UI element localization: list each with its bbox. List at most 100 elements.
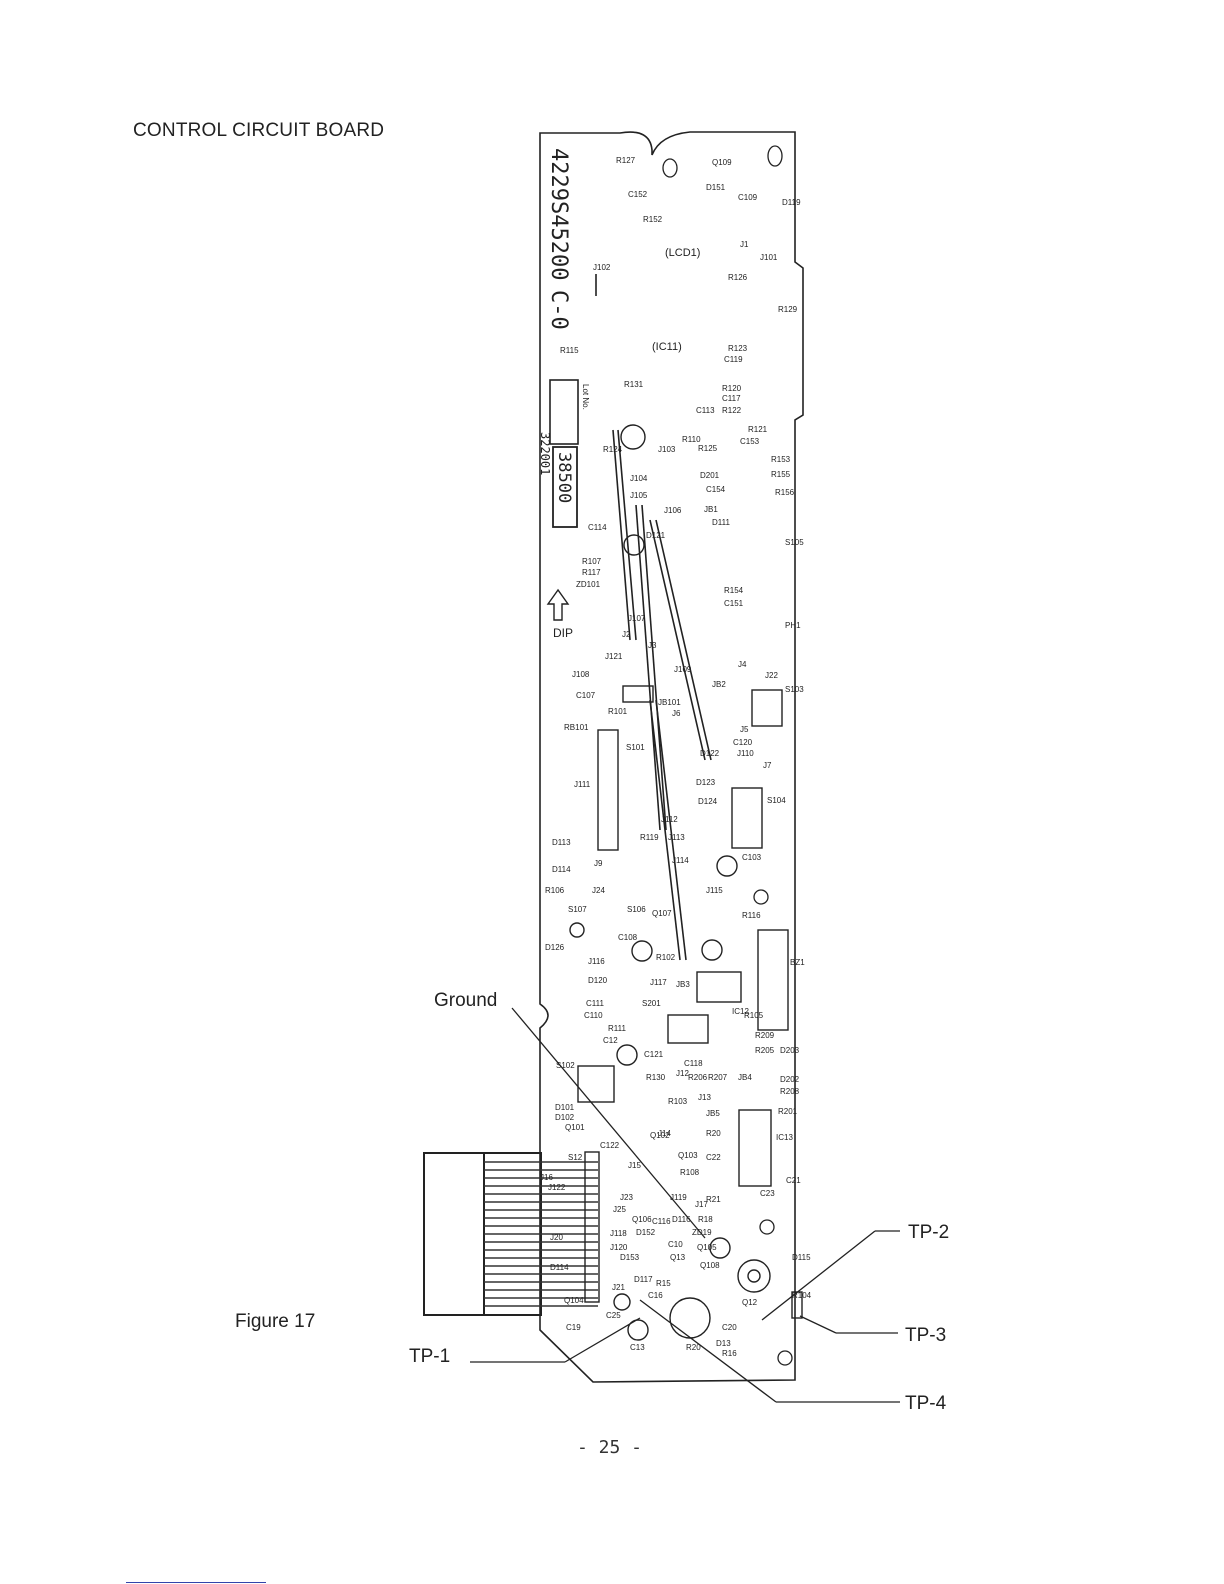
component-label: R124	[603, 445, 623, 454]
component-label: J4	[738, 660, 747, 669]
component-label: J120	[610, 1243, 628, 1252]
component-label: JB101	[658, 698, 681, 707]
component-label: C103	[742, 853, 762, 862]
component-label: R152	[643, 215, 663, 224]
component-label: R201	[778, 1107, 798, 1116]
component-label: D153	[620, 1253, 640, 1262]
ground-callout: Ground	[434, 990, 498, 1011]
component-label: JB2	[712, 680, 726, 689]
mount-hole	[759, 1219, 775, 1235]
stamp-number: 38500	[554, 452, 574, 503]
component-label: Q105	[697, 1243, 717, 1252]
component-label: J113	[668, 833, 685, 842]
cap-c10	[709, 1237, 731, 1259]
revision: C-0	[546, 290, 571, 330]
component-label: D203	[780, 1046, 800, 1055]
tp3-callout: TP-3	[905, 1325, 947, 1346]
component-label: J13	[698, 1093, 711, 1102]
component-label: D126	[545, 943, 565, 952]
component-label: R116	[742, 911, 761, 920]
component-label: C25	[606, 1311, 621, 1320]
component-label: R126	[728, 273, 748, 282]
component-label: D113	[552, 838, 571, 847]
ic12-outline	[696, 971, 742, 1003]
ic13-outline	[738, 1109, 772, 1187]
component-label: J9	[594, 859, 603, 868]
stamp-code: 322001	[538, 432, 552, 475]
component-label: C109	[738, 193, 758, 202]
component-label: C12	[603, 1036, 618, 1045]
component-label: J119	[670, 1193, 687, 1202]
connector-block	[584, 1151, 600, 1303]
component-label: R107	[582, 557, 602, 566]
component-label: R129	[778, 305, 798, 314]
component-label: Q106	[632, 1215, 652, 1224]
cap-c114	[623, 534, 645, 556]
component-label: S201	[642, 999, 661, 1008]
component-label: R103	[668, 1097, 688, 1106]
component-label: R20	[686, 1343, 701, 1352]
component-label: D120	[588, 976, 608, 985]
component-label: Q108	[700, 1261, 720, 1270]
component-label: Q12	[742, 1298, 758, 1307]
component-labels: Q109C109D119D151R127C152R152J1J101R126J1…	[540, 156, 812, 1358]
component-label: R207	[708, 1073, 728, 1082]
component-label: C151	[724, 599, 744, 608]
component-label: C116	[652, 1217, 671, 1226]
ribbon-cable	[423, 1152, 598, 1316]
component-label: R20	[706, 1129, 721, 1138]
component-label: J16	[540, 1173, 553, 1182]
component-label: J116	[588, 957, 605, 966]
component-label: J121	[605, 652, 623, 661]
component-label: C108	[618, 933, 638, 942]
component-label: R208	[780, 1087, 800, 1096]
component-label: J24	[592, 886, 605, 895]
component-label: S105	[785, 538, 804, 547]
component-label: R119	[640, 833, 659, 842]
component-label: J6	[672, 709, 681, 718]
cap-c16-inner	[747, 1269, 761, 1283]
component-label: R206	[688, 1073, 708, 1082]
component-label: IC13	[776, 1133, 793, 1142]
component-label: R102	[656, 953, 676, 962]
cap-c19	[627, 1319, 649, 1341]
component-label: C154	[706, 485, 726, 494]
component-label: J110	[737, 749, 754, 758]
component-label: RB101	[564, 723, 589, 732]
figure-label: Figure 17	[235, 1311, 316, 1332]
dip-label: DIP	[553, 626, 573, 640]
component-label: S102	[556, 1061, 575, 1070]
component-label: J109	[674, 665, 692, 674]
component-label: ZD101	[576, 580, 601, 589]
board-outline	[539, 131, 804, 1383]
component-label: Q104	[564, 1296, 584, 1305]
component-label: D201	[700, 471, 720, 480]
component-label: J21	[612, 1283, 625, 1292]
component-label: J20	[550, 1233, 563, 1242]
component-label: C23	[760, 1189, 775, 1198]
cap-c19-b	[613, 1293, 631, 1311]
component-label: D123	[696, 778, 716, 787]
component-label: J25	[613, 1205, 626, 1214]
component-label: R205	[755, 1046, 775, 1055]
component-label: C117	[722, 394, 741, 403]
footer-rule	[126, 1582, 266, 1583]
component-label: S103	[785, 685, 804, 694]
stamp-box	[552, 446, 578, 528]
component-label: J107	[628, 614, 646, 623]
component-label: Q102	[650, 1131, 670, 1140]
component-label: ZD19	[692, 1228, 712, 1237]
component-label: R156	[775, 488, 795, 497]
component-label: D101	[555, 1103, 575, 1112]
component-label: J106	[664, 506, 682, 515]
component-label: C153	[740, 437, 760, 446]
component-label: Q103	[678, 1151, 698, 1160]
cap-c103	[716, 855, 738, 877]
component-label: C21	[786, 1176, 801, 1185]
component-label: D115	[792, 1253, 811, 1262]
component-label: J23	[620, 1193, 633, 1202]
component-label: C107	[576, 691, 596, 700]
component-label: C111	[586, 999, 604, 1008]
leader-lines	[470, 1007, 900, 1403]
